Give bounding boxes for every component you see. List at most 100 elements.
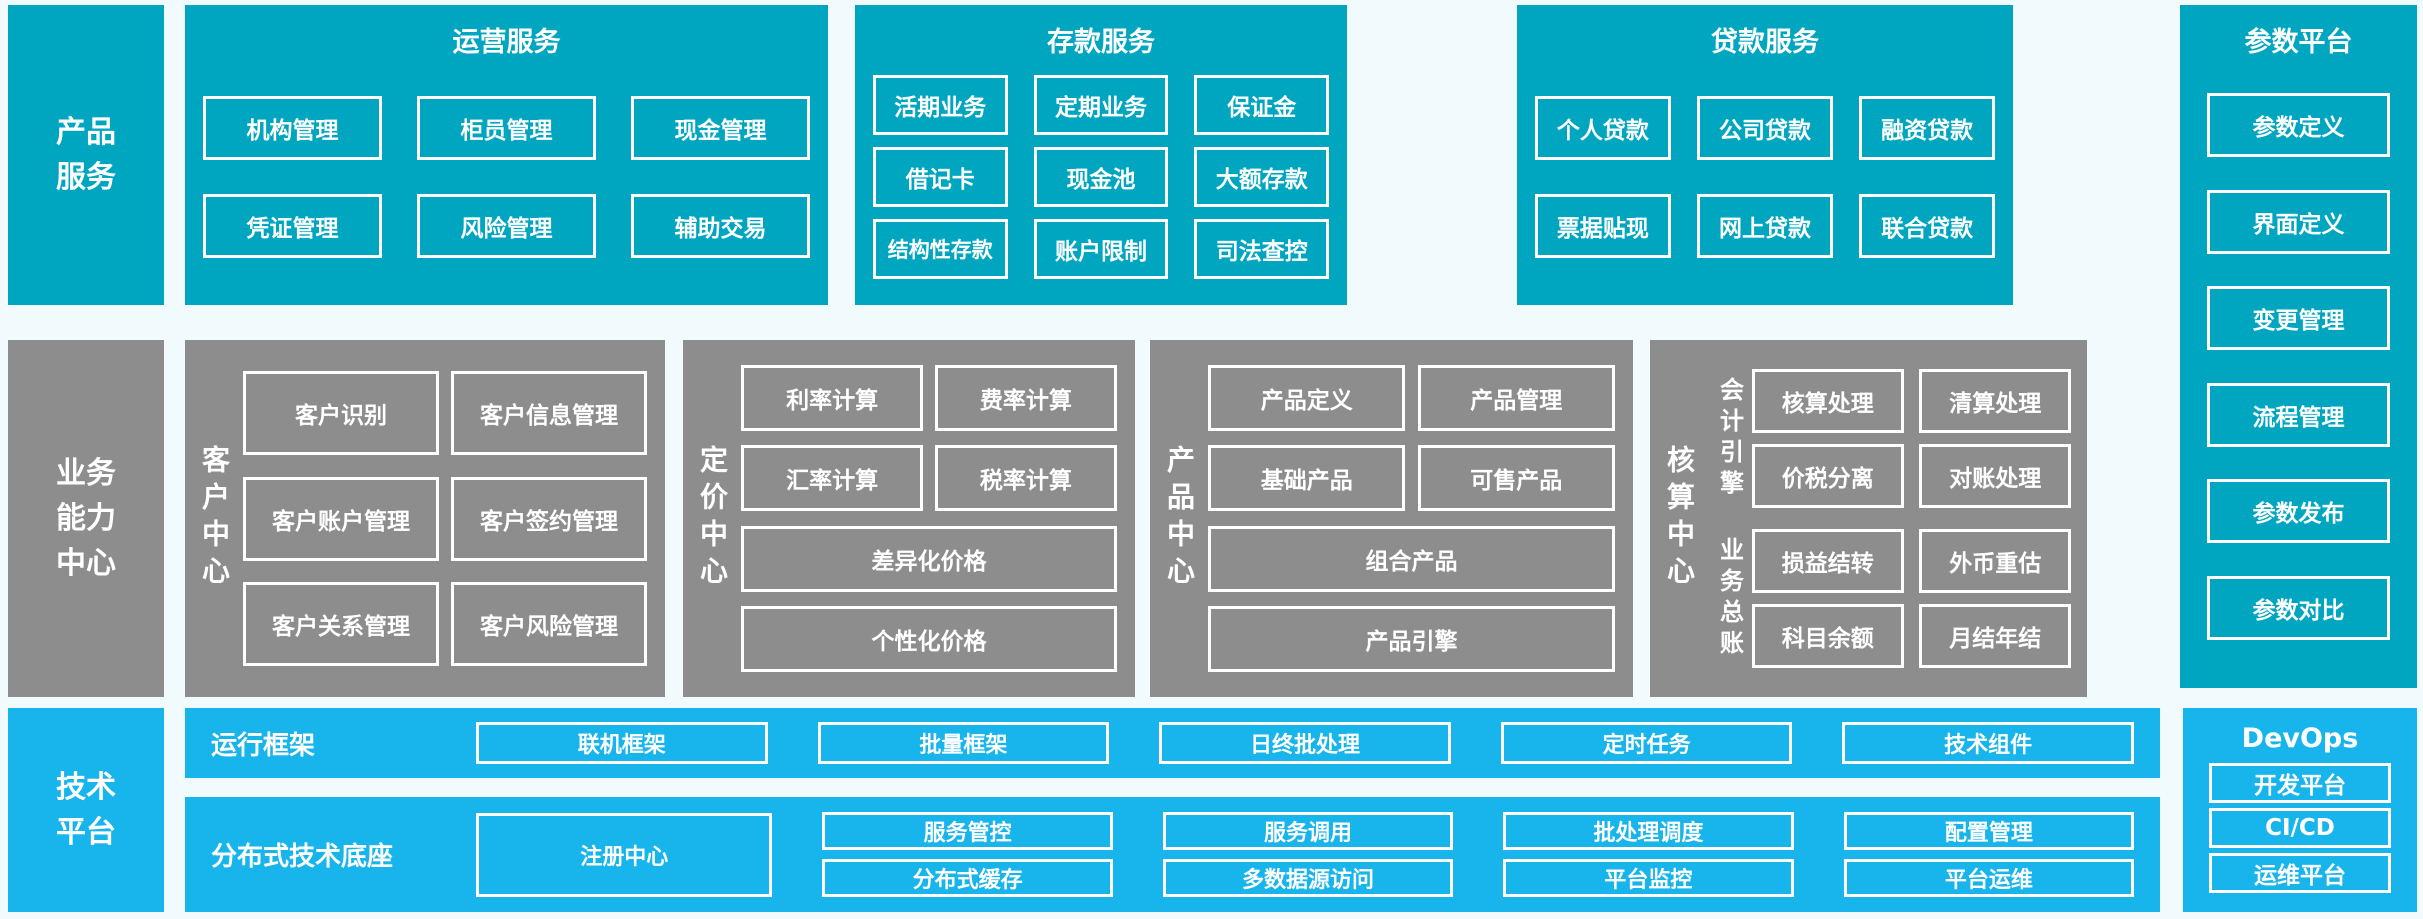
product-box: 可售产品 (1417, 445, 1615, 512)
distributed-box: 平台运维 (1843, 859, 2135, 897)
accounting-box: 损益结转 (1752, 529, 1904, 593)
operation-services-title: 运营服务 (452, 27, 561, 58)
product-box: 基础产品 (1208, 445, 1406, 512)
business-center-sidebar: 业务 能力 中心 (8, 340, 164, 697)
devops-box: 运维平台 (2209, 853, 2391, 893)
customer-box: 客户风险管理 (451, 581, 647, 666)
accounting-box: 外币重估 (1919, 529, 2071, 593)
business-ledger-label: 业务总账 (1715, 536, 1744, 661)
distributed-base-row: 分布式技术底座 注册中心 服务管控 分布式缓存 服务调用 多数据源访问 批处理调… (185, 797, 2160, 912)
loan-box: 个人贷款 (1535, 96, 1671, 161)
product-center-section: 产品中心 产品定义 产品管理 基础产品 可售产品 组合产品 产品引擎 (1150, 340, 1633, 697)
operation-box: 辅助交易 (630, 193, 810, 258)
param-box: 参数定义 (2207, 93, 2390, 158)
product-box: 产品定义 (1208, 364, 1406, 431)
distributed-pair: 服务管控 分布式缓存 (822, 812, 1113, 897)
registry-center-box: 注册中心 (476, 812, 773, 897)
loan-box: 票据贴现 (1535, 193, 1671, 258)
pricing-box: 利率计算 (741, 364, 924, 431)
product-center-grid: 产品定义 产品管理 基础产品 可售产品 组合产品 产品引擎 (1208, 340, 1633, 697)
runtime-framework-label: 运行框架 (211, 730, 316, 761)
customer-center-section: 客户中心 客户识别 客户信息管理 客户账户管理 客户签约管理 客户关系管理 客户… (185, 340, 665, 697)
distributed-box: 分布式缓存 (822, 859, 1113, 897)
deposit-box: 大额存款 (1194, 147, 1329, 207)
devops-box: CI/CD (2209, 808, 2391, 848)
pricing-box: 费率计算 (934, 364, 1117, 431)
distributed-box: 配置管理 (1843, 812, 2135, 850)
loan-services-grid: 个人贷款 公司贷款 融资贷款 票据贴现 网上贷款 联合贷款 (1517, 59, 2013, 305)
distributed-pair: 配置管理 平台运维 (1843, 812, 2135, 897)
distributed-base-label: 分布式技术底座 (211, 842, 394, 872)
operation-box: 现金管理 (630, 96, 810, 161)
distributed-box: 多数据源访问 (1162, 859, 1454, 897)
accounting-box: 月结年结 (1919, 604, 2071, 668)
runtime-box: 联机框架 (476, 722, 768, 764)
runtime-framework-row: 运行框架 联机框架 批量框架 日终批处理 定时任务 技术组件 (185, 708, 2160, 778)
distributed-box: 服务调用 (1162, 812, 1454, 850)
accounting-center-label: 核算中心 (1663, 444, 1696, 593)
distributed-box: 批处理调度 (1503, 812, 1794, 850)
runtime-box: 批量框架 (817, 722, 1110, 764)
deposit-box: 现金池 (1033, 147, 1169, 207)
accounting-box: 价税分离 (1752, 444, 1904, 508)
product-services-sidebar: 产品 服务 (8, 5, 164, 305)
customer-center-grid: 客户识别 客户信息管理 客户账户管理 客户签约管理 客户关系管理 客户风险管理 (243, 340, 665, 697)
loan-box: 网上贷款 (1697, 193, 1833, 258)
distributed-box: 服务管控 (822, 812, 1113, 850)
param-platform-title: 参数平台 (2244, 27, 2353, 58)
accounting-center-section: 核算中心 会计引擎 核算处理 清算处理 价税分离 对账处理 业务总账 (1650, 340, 2087, 697)
operation-box: 风险管理 (416, 193, 597, 258)
loan-box: 融资贷款 (1859, 96, 1995, 161)
deposit-box: 结构性存款 (873, 219, 1008, 279)
distributed-box: 平台监控 (1503, 859, 1794, 897)
loan-services-title: 贷款服务 (1711, 27, 1819, 58)
customer-center-label: 客户中心 (198, 444, 231, 593)
deposit-services-title: 存款服务 (1047, 27, 1155, 58)
operation-services-section: 运营服务 机构管理 柜员管理 现金管理 凭证管理 风险管理 辅助交易 (185, 5, 828, 305)
pricing-center-section: 定价中心 利率计算 费率计算 汇率计算 税率计算 差异化价格 个性化价格 (683, 340, 1135, 697)
operation-box: 机构管理 (203, 96, 383, 161)
deposit-box: 司法查控 (1194, 219, 1329, 279)
param-box: 界面定义 (2207, 189, 2390, 254)
product-box: 产品引擎 (1208, 606, 1615, 673)
loan-box: 联合贷款 (1859, 193, 1995, 258)
product-box: 产品管理 (1417, 364, 1615, 431)
pricing-center-label: 定价中心 (696, 444, 729, 593)
operation-box: 凭证管理 (203, 193, 383, 258)
loan-box: 公司贷款 (1697, 96, 1833, 161)
accounting-engine-label: 会计引擎 (1715, 376, 1744, 501)
param-box: 参数对比 (2207, 575, 2390, 640)
deposit-box: 保证金 (1194, 75, 1329, 135)
customer-box: 客户账户管理 (243, 476, 439, 561)
runtime-box: 技术组件 (1842, 722, 2134, 764)
param-box: 流程管理 (2207, 382, 2390, 447)
distributed-pair: 批处理调度 平台监控 (1503, 812, 1794, 897)
pricing-box: 汇率计算 (741, 445, 924, 512)
operation-box: 柜员管理 (416, 96, 597, 161)
param-box: 变更管理 (2207, 286, 2390, 351)
runtime-box: 日终批处理 (1159, 722, 1451, 764)
operation-services-grid: 机构管理 柜员管理 现金管理 凭证管理 风险管理 辅助交易 (185, 59, 828, 305)
deposit-box: 借记卡 (873, 147, 1008, 207)
accounting-center-grid: 会计引擎 核算处理 清算处理 价税分离 对账处理 业务总账 损益结转 (1708, 340, 2087, 697)
product-center-label: 产品中心 (1163, 444, 1196, 593)
deposit-services-section: 存款服务 活期业务 定期业务 保证金 借记卡 现金池 大额存款 结构性存款 账户… (855, 5, 1347, 305)
deposit-box: 活期业务 (873, 75, 1008, 135)
customer-box: 客户签约管理 (451, 476, 647, 561)
product-box: 组合产品 (1208, 525, 1615, 592)
accounting-box: 清算处理 (1919, 369, 2071, 433)
distributed-pair: 服务调用 多数据源访问 (1162, 812, 1454, 897)
accounting-box: 核算处理 (1752, 369, 1904, 433)
param-platform-list: 参数定义 界面定义 变更管理 流程管理 参数发布 参数对比 (2180, 59, 2417, 688)
pricing-box: 个性化价格 (741, 606, 1117, 673)
loan-services-section: 贷款服务 个人贷款 公司贷款 融资贷款 票据贴现 网上贷款 联合贷款 (1517, 5, 2013, 305)
customer-box: 客户信息管理 (451, 371, 647, 456)
param-box: 参数发布 (2207, 479, 2390, 544)
devops-title: DevOps (2241, 723, 2359, 754)
runtime-box: 定时任务 (1500, 722, 1793, 764)
devops-box: 开发平台 (2209, 763, 2391, 803)
business-ledger-group: 业务总账 损益结转 外币重估 科目余额 月结年结 (1708, 529, 2071, 668)
devops-list: 开发平台 CI/CD 运维平台 (2183, 754, 2417, 912)
pricing-center-grid: 利率计算 费率计算 汇率计算 税率计算 差异化价格 个性化价格 (741, 340, 1135, 697)
